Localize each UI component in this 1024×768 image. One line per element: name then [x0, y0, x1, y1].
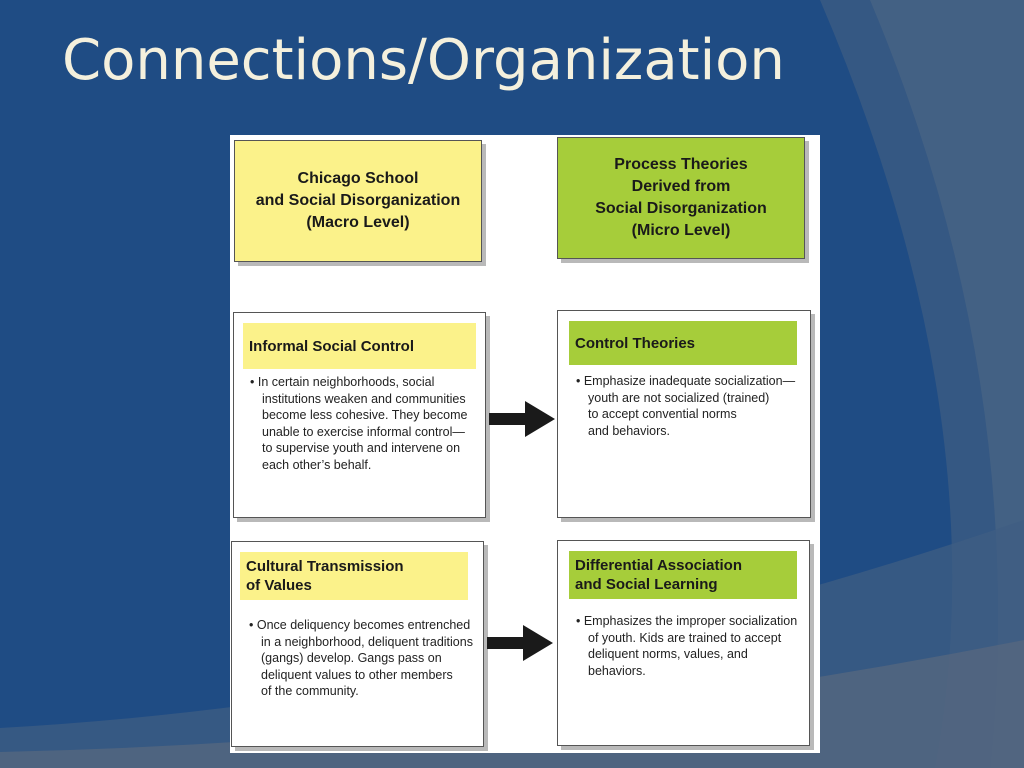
description-line: in a neighborhood, deliquent traditions	[261, 634, 473, 649]
description-line: • Once deliquency becomes entrenched	[249, 618, 471, 632]
micro-header-line: Process Theories	[614, 156, 748, 173]
description-line: become less cohesive. They become	[262, 408, 468, 423]
cultural-transmission-box: Cultural Transmission of Values • Once d…	[231, 541, 484, 747]
informal-social-control-box: Informal Social Control • In certain nei…	[233, 312, 486, 518]
control-theories-box: Control Theories • Emphasize inadequate …	[557, 310, 811, 518]
description-line: to accept convential norms	[588, 407, 737, 422]
description-line: of youth. Kids are trained to accept	[588, 630, 782, 645]
diagram-panel: Chicago School and Social Disorganizatio…	[230, 135, 820, 753]
box-title: of Values	[246, 577, 312, 594]
macro-header-line: Chicago School	[297, 170, 419, 187]
description-line: • Emphasizes the improper socialization	[576, 614, 798, 628]
description-line: and behaviors.	[588, 423, 671, 438]
description-line: • Emphasize inadequate socialization—	[576, 374, 796, 388]
box-title: Differential Association	[575, 557, 742, 574]
box-title: Informal Social Control	[249, 337, 415, 355]
box-title: Cultural Transmission	[246, 558, 404, 575]
description-line: deliquent norms, values, and	[588, 647, 748, 662]
micro-header-line: (Micro Level)	[631, 222, 731, 239]
description-line: (gangs) develop. Gangs pass on	[261, 651, 442, 666]
box-title-bar: Control Theories	[569, 321, 797, 365]
slide-title: Connections/Organization	[62, 28, 785, 93]
macro-header-line: (Macro Level)	[306, 214, 410, 231]
box-description: • Emphasizes the improper socialization …	[574, 613, 824, 679]
micro-level-header: Process Theories Derived from Social Dis…	[557, 137, 805, 259]
micro-header-line: Social Disorganization	[595, 200, 767, 217]
description-line: unable to exercise informal control—	[262, 424, 465, 439]
macro-level-header: Chicago School and Social Disorganizatio…	[234, 140, 482, 262]
box-title-bar: Informal Social Control	[243, 323, 476, 369]
box-title: and Social Learning	[575, 576, 718, 593]
arrow-right-icon	[487, 625, 553, 661]
differential-association-box: Differential Association and Social Lear…	[557, 540, 810, 746]
box-title-bar: Differential Association and Social Lear…	[569, 551, 797, 599]
box-title: Control Theories	[575, 334, 696, 352]
box-description: • Emphasize inadequate socialization— yo…	[574, 373, 820, 439]
description-line: youth are not socialized (trained)	[588, 390, 770, 405]
description-line: behaviors.	[588, 663, 646, 678]
description-line: to supervise youth and intervene on	[262, 441, 461, 456]
description-line: • In certain neighborhoods, social	[250, 375, 435, 389]
macro-header-line: and Social Disorganization	[255, 192, 461, 209]
box-description: • Once deliquency becomes entrenched in …	[247, 617, 497, 700]
arrow-right-icon	[489, 401, 555, 437]
description-line: deliquent values to other members	[261, 667, 453, 682]
description-line: institutions weaken and communities	[262, 391, 466, 406]
box-description: • In certain neighborhoods, social insti…	[248, 374, 494, 474]
micro-header-line: Derived from	[631, 178, 731, 195]
description-line: of the community.	[261, 684, 359, 699]
box-title-bar: Cultural Transmission of Values	[240, 552, 468, 600]
description-line: each other’s behalf.	[262, 457, 372, 472]
